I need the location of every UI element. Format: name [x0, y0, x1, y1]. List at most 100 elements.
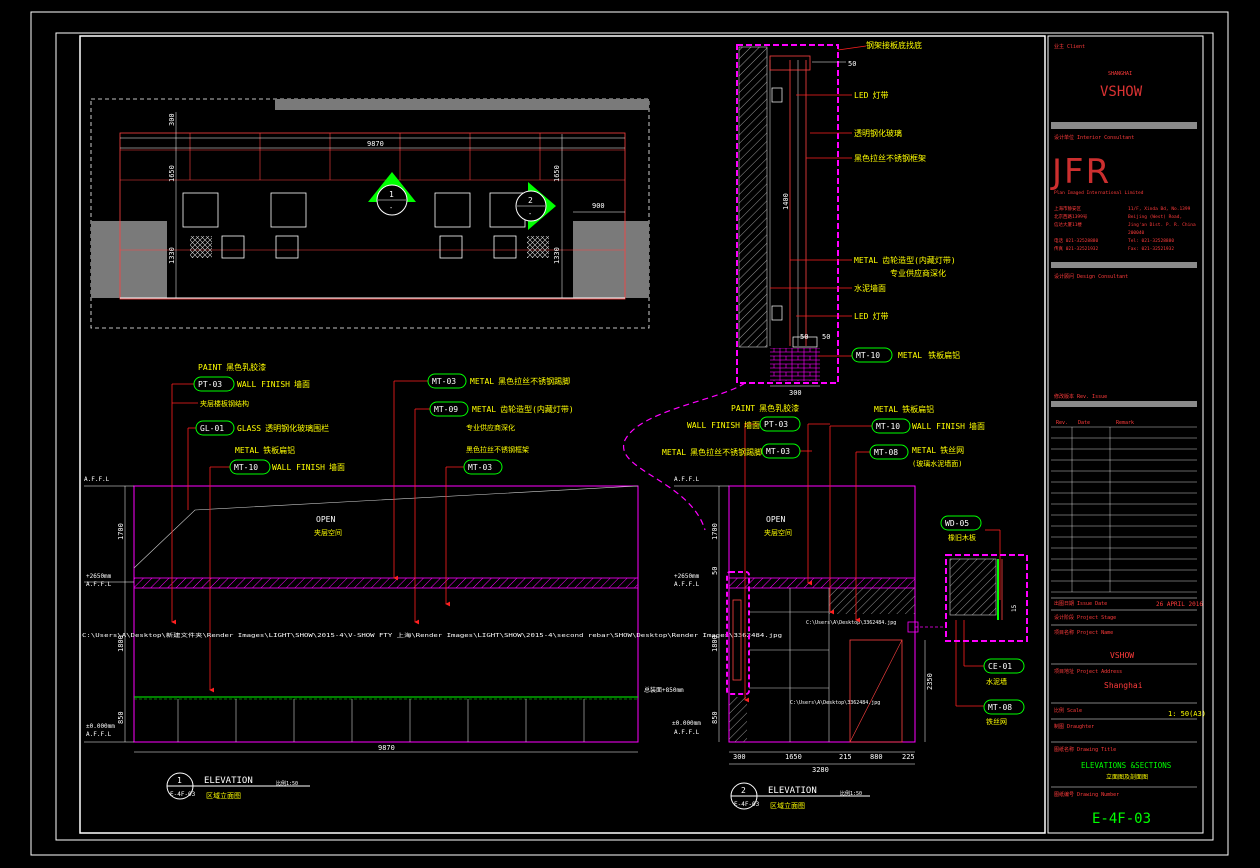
elev2-dim-3: 1800 — [711, 635, 719, 652]
elev1-level-mid: +2650mm — [86, 573, 112, 580]
tb-scale-label: 比例 Scale — [1054, 707, 1082, 714]
elev2-right-dim: 2350 — [926, 673, 934, 690]
elev1-level-top: A.F.F.L — [84, 476, 110, 483]
title-block: 业主 Client SHANGHAI VSHOW 设计单位 Interior C… — [1050, 43, 1206, 827]
tb-consultant-label: 设计单位 Interior Consultant — [1054, 134, 1134, 141]
elev2-ce-desc: 水泥墙 — [986, 677, 1007, 686]
tb-addr-r-5: Tel: 021-32528880 — [1128, 238, 1174, 244]
tb-project: VSHOW — [1110, 651, 1134, 660]
plan-dim-left-1: 300 — [168, 113, 176, 126]
tb-stage-label: 设计阶段 Project Stage — [1054, 614, 1116, 621]
plan-dim-left-2: 1650 — [168, 165, 176, 182]
plan-marker-1-sub: - — [389, 204, 393, 212]
elev1-tag-gl01: GL-01 — [200, 424, 224, 433]
plan-marker-1: 1 - — [368, 172, 416, 216]
elev2-bottom-dim-1: 300 — [733, 753, 746, 761]
elev2-level-mid: +2650mm — [674, 573, 700, 580]
section-callout-6: 水泥墙面 — [854, 283, 886, 293]
elev2-bottom-dim-2: 1650 — [785, 753, 802, 761]
plan-dim-right-1: 1650 — [553, 165, 561, 182]
tb-issue-date: 26 APRIL 2016 — [1156, 601, 1203, 608]
elev1-tag-pt03: PT-03 — [198, 380, 222, 389]
plan-marker-2-sub: - — [528, 210, 532, 218]
tb-issue-label: 出图日期 Issue Date — [1054, 600, 1107, 607]
elev2-level-low-sub: A.F.F.L — [674, 729, 700, 736]
elev2-level-mid-sub: A.F.F.L — [674, 581, 700, 588]
elev1-tag-vendor: 专业供应商深化 — [466, 423, 515, 432]
tb-address-label: 项目地址 Project Address — [1054, 668, 1122, 675]
elev1-dim-note: 总装面+850mm — [644, 686, 684, 694]
elev1-bottom-dim: 9870 — [378, 744, 395, 752]
tb-scale: 1: 50(A3) — [1168, 710, 1206, 718]
elev2-tag-mt10: MT-10 — [876, 422, 900, 431]
tb-addr-r-6: Fax: 021-32521932 — [1128, 246, 1174, 252]
elev1-tag-steel: 夹层楼板钢结构 — [200, 399, 249, 408]
tb-address: Shanghai — [1104, 681, 1143, 690]
elev2-bottom-dim-5: 225 — [902, 753, 915, 761]
elev2-title: 2 E-4F-03 ELEVATION 比例1:50 区域立面图 — [730, 782, 870, 810]
drawing-area-border — [79, 35, 1046, 834]
plan-dim-900: 900 — [592, 202, 605, 210]
section-callout-3: 黑色拉丝不锈钢框架 — [854, 153, 926, 163]
tb-drawing-title-cn: 立面图及剖面图 — [1106, 773, 1148, 781]
elev1-tag-mt10: MT-10 — [234, 463, 258, 472]
elev2-level-top: A.F.F.L — [674, 476, 700, 483]
section-mid-dim: 1400 — [782, 193, 790, 210]
tb-company: Plan Imaged International Limited — [1054, 190, 1144, 196]
detail-connector — [622, 382, 746, 531]
elev2-title-text: ELEVATION — [768, 786, 817, 796]
elev1-title-cn: 区域立面图 — [206, 791, 241, 800]
tb-logo: JFR — [1050, 152, 1111, 192]
elev2-title-num: 2 — [741, 786, 746, 795]
elev2-dim-4: 850 — [711, 711, 719, 724]
titleblock-border — [1047, 35, 1204, 834]
tb-design-label: 设计顾问 Design Consultant — [1054, 273, 1128, 280]
elev2-wd-dim: 15 — [1011, 604, 1018, 612]
tb-addr-r-1: 11/F, Xinda Bd, No.1399 — [1128, 206, 1191, 212]
tb-client: VSHOW — [1100, 84, 1143, 100]
tb-rev-col-2: Date — [1078, 420, 1090, 426]
plan-dim-right-2: 1330 — [553, 247, 561, 264]
elev1-title: 1 E-4F-03 ELEVATION 比例1:50 区域立面图 — [166, 772, 310, 800]
elev2-bottom-dim-3: 215 — [839, 753, 852, 761]
tb-drawing-number: E-4F-03 — [1092, 811, 1151, 827]
tb-client-label: 业主 Client — [1054, 43, 1085, 50]
elev2-mt08-code: MT-08 — [988, 703, 1012, 712]
elev1-level-low-sub: A.F.F.L — [86, 731, 112, 738]
elevation-1: A.F.F.L +2650mm A.F.F.L ±0.000mm A.F.F.L… — [82, 362, 782, 800]
tb-drawn-label: 制图 Draughter — [1054, 723, 1094, 730]
tb-rev-grid — [1051, 426, 1197, 593]
plan-dim-left-3: 1330 — [168, 247, 176, 264]
elev2-ce-code: CE-01 — [988, 662, 1012, 671]
elev1-tag-mt09: MT-09 — [434, 405, 458, 414]
tb-rev-col-1: Rev. — [1056, 420, 1068, 426]
section-top-dim: 50 — [848, 60, 856, 68]
elev2-wd-code: WD-05 — [945, 519, 969, 528]
tb-addr-l-3: 信达大厦11楼 — [1054, 221, 1082, 228]
elev1-open: OPEN — [316, 515, 335, 524]
elev2-mt08-desc: 铁丝网 — [986, 717, 1007, 726]
plan-marker-1-number: 1 — [389, 190, 394, 199]
tb-project-label: 项目名称 Project Name — [1054, 629, 1113, 636]
tb-drawing-title: ELEVATIONS &SECTIONS — [1081, 761, 1172, 770]
tb-rev-col-3: Remark — [1116, 420, 1134, 426]
elev2-tag-mt08: MT-08 — [874, 448, 898, 457]
tb-rev-label: 修改版本 Rev. Issue — [1054, 393, 1107, 400]
elev1-title-ref: E-4F-03 — [170, 791, 196, 798]
elev2-tag-mt03: MT-03 — [766, 447, 790, 456]
elev1-tag-mt03: MT-03 — [432, 377, 456, 386]
section-callout-2: 透明钢化玻璃 — [854, 128, 902, 138]
elev1-dim-2: 1800 — [117, 635, 125, 652]
